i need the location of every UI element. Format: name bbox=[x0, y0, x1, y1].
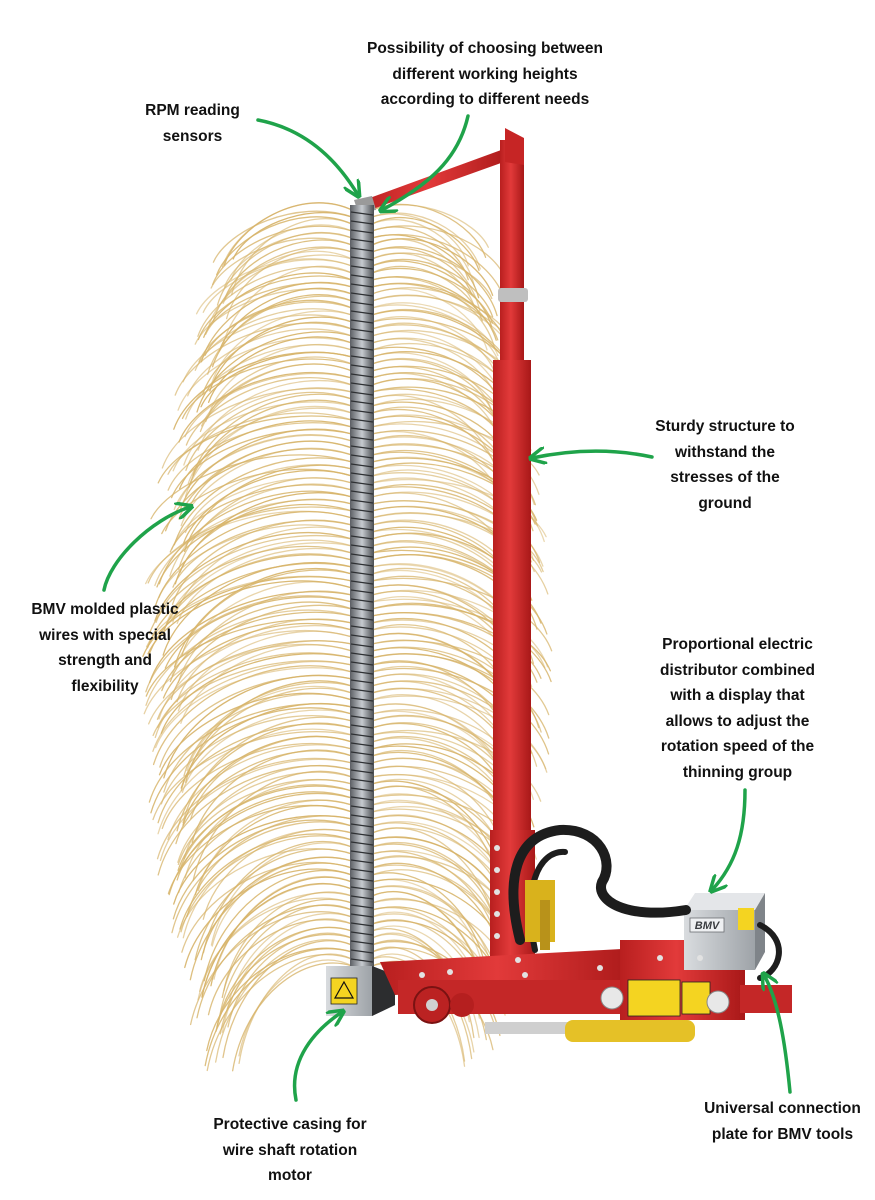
annotation-arrows bbox=[102, 114, 792, 1102]
annotation-working-heights: Possibility of choosing between differen… bbox=[335, 36, 635, 113]
annotation-line: stresses of the bbox=[670, 469, 780, 486]
arrow-casing bbox=[292, 1012, 342, 1102]
telescopic-mast bbox=[490, 128, 535, 970]
arrow-distrib bbox=[712, 788, 747, 890]
annotation-line: with a display that bbox=[670, 687, 805, 704]
arrow-sturdy bbox=[532, 451, 654, 458]
annotation-line: withstand the bbox=[675, 443, 775, 461]
annotation-sturdy-structure: Sturdy structure to withstand the stress… bbox=[630, 414, 820, 516]
annotation-line: Proportional electric bbox=[662, 636, 813, 653]
annotation-electric-distributor: Proportional electric distributor combin… bbox=[630, 632, 845, 785]
annotation-line: thinning group bbox=[682, 763, 793, 781]
bottom-boom bbox=[380, 948, 695, 1042]
annotation-line: different working heights bbox=[392, 65, 578, 83]
mast-bolts bbox=[419, 845, 703, 978]
arrow-plate bbox=[764, 975, 792, 1094]
annotation-connection-plate: Universal connection plate for BMV tools bbox=[690, 1096, 875, 1147]
annotation-plastic-wires: BMV molded plastic wires with special st… bbox=[10, 597, 200, 699]
annotation-line: distributor combined bbox=[660, 661, 815, 679]
annotation-line: rotation speed of the bbox=[660, 738, 815, 755]
annotation-line: wire shaft rotation bbox=[222, 1141, 358, 1159]
annotation-protective-casing: Protective casing for wire shaft rotatio… bbox=[195, 1112, 385, 1189]
svg-text:BMV: BMV bbox=[695, 920, 721, 932]
annotation-line: wires with special bbox=[39, 626, 171, 644]
annotation-line: allows to adjust the bbox=[665, 712, 810, 730]
motor-casing bbox=[326, 966, 395, 1016]
annotation-line: according to different needs bbox=[380, 91, 590, 108]
annotation-line: plate for BMV tools bbox=[711, 1125, 854, 1143]
annotation-rpm-sensors: RPM reading sensors bbox=[130, 98, 255, 149]
annotation-line: sensors bbox=[162, 127, 223, 145]
annotation-line: ground bbox=[698, 494, 752, 512]
annotation-line: Possibility of choosing between bbox=[367, 40, 603, 57]
arrow-wires bbox=[102, 507, 190, 592]
arrow-heights bbox=[382, 114, 470, 210]
annotation-line: motor bbox=[268, 1167, 312, 1184]
annotation-line: Universal connection bbox=[704, 1100, 861, 1117]
top-arm bbox=[354, 146, 515, 212]
hydraulic-hoses bbox=[508, 824, 782, 981]
electric-distributor: BMV bbox=[684, 893, 765, 970]
annotation-line: RPM reading bbox=[145, 102, 240, 119]
annotation-line: BMV molded plastic bbox=[31, 601, 179, 618]
annotation-line: Protective casing for bbox=[213, 1116, 367, 1133]
annotation-line: strength and bbox=[58, 652, 152, 669]
annotation-line: flexibility bbox=[71, 677, 139, 695]
wire-shaft bbox=[350, 205, 374, 975]
arrow-rpm bbox=[256, 118, 358, 195]
annotation-line: Sturdy structure to bbox=[655, 418, 795, 435]
